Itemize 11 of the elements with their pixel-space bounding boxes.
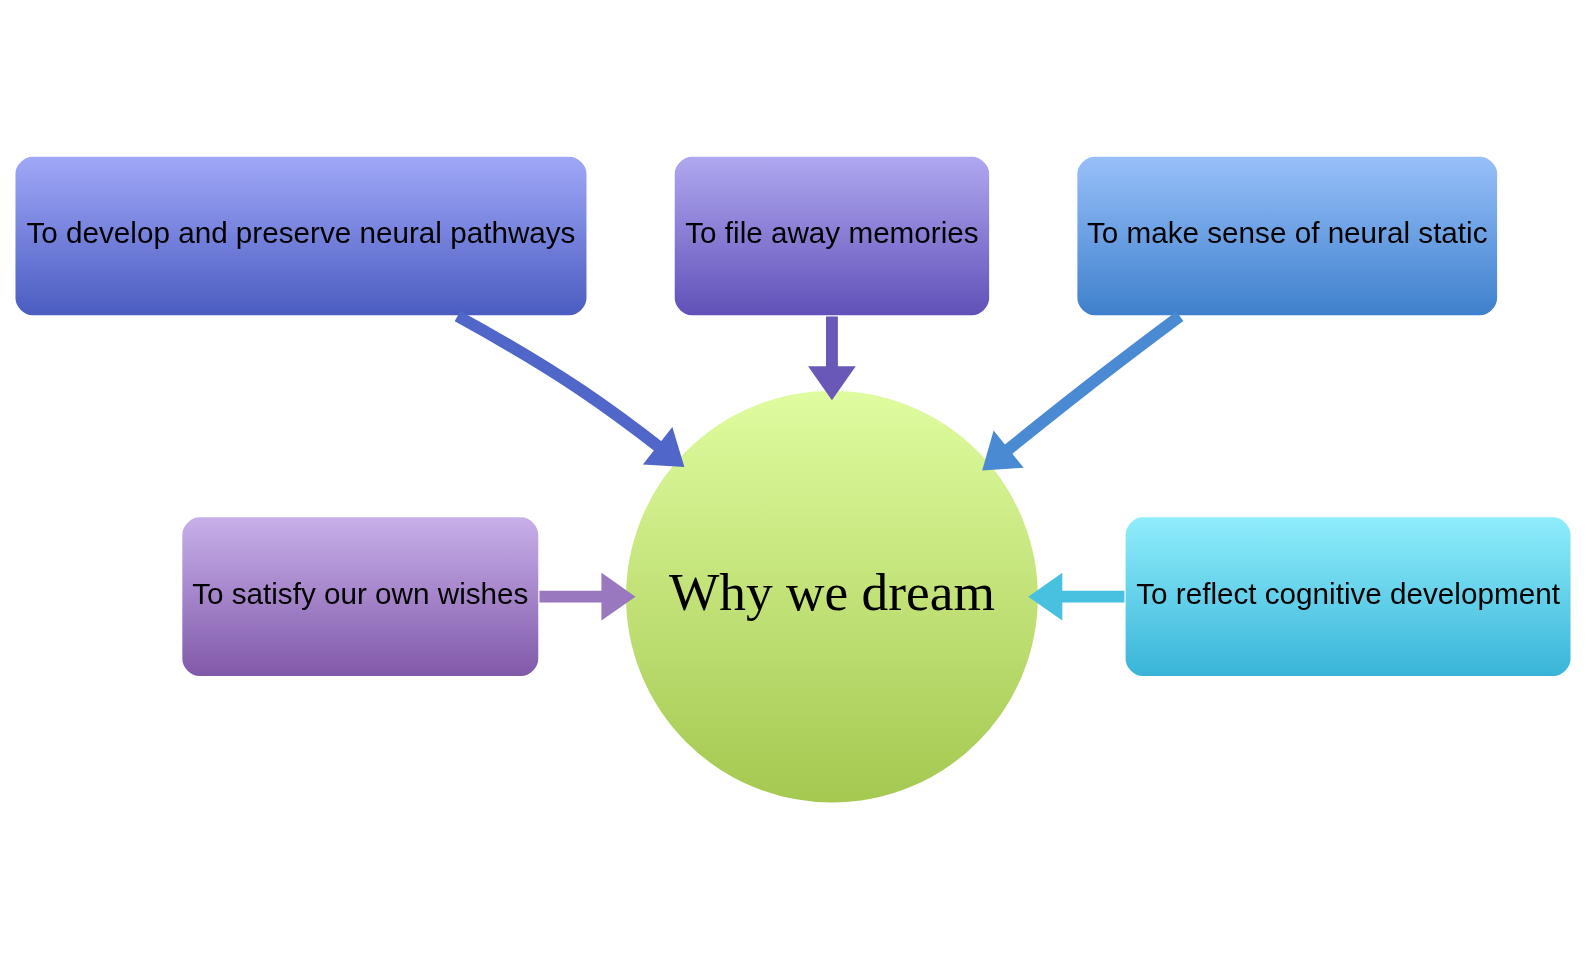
node-box: To develop and preserve neural pathways <box>14 154 588 317</box>
node-circle: Why we dream <box>624 388 1040 804</box>
arrow <box>1028 572 1125 621</box>
arrow <box>454 310 685 467</box>
arrow <box>982 311 1184 471</box>
node-box: To make sense of neural static <box>1075 154 1499 317</box>
node-box: To reflect cognitive development <box>1124 515 1572 677</box>
node-box: To file away memories <box>673 154 991 317</box>
arrow <box>808 315 856 400</box>
node-box: To satisfy our own wishes <box>180 515 540 677</box>
arrow <box>539 572 636 621</box>
